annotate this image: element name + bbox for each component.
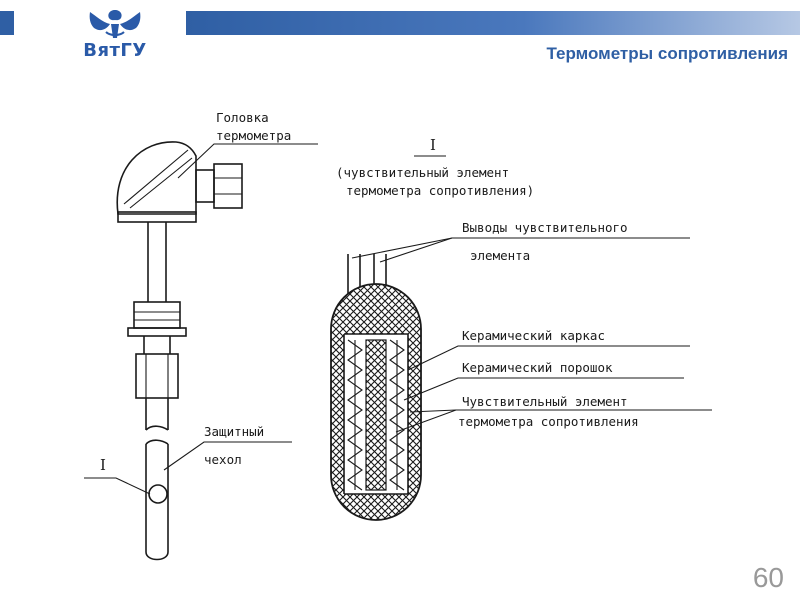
label-frame: Керамический каркас	[462, 328, 605, 343]
label-leads-line2: элемента	[470, 248, 530, 263]
page-number: 60	[752, 562, 784, 593]
university-logo: ВятГУ	[60, 6, 170, 70]
header-bar	[186, 11, 800, 35]
label-leads-line1: Выводы чувствительного	[462, 220, 628, 235]
leader-sheath	[163, 441, 292, 471]
thermometer-head	[116, 141, 197, 215]
logo-emblem-icon	[89, 10, 141, 38]
sensing-element-detail	[330, 254, 422, 521]
marker-left: I	[100, 456, 106, 474]
label-head-line1: Головка	[216, 110, 269, 125]
label-head-line2: термометра	[216, 128, 291, 143]
marker-detail: I	[430, 136, 436, 154]
leader-head	[177, 143, 318, 179]
leader-element-b	[409, 409, 457, 413]
label-powder: Керамический порошок	[462, 360, 613, 375]
leader-marker-left	[84, 477, 151, 495]
leader-powder	[403, 377, 684, 401]
header-bar-left	[0, 11, 14, 35]
logo-text: ВятГУ	[83, 40, 147, 61]
label-element-line2: термометра сопротивления	[458, 414, 639, 429]
detail-caption-line2: термометра сопротивления)	[346, 183, 534, 198]
label-sheath-line2: чехол	[204, 452, 242, 467]
detail-caption-line1: (чувствительный элемент	[336, 165, 509, 180]
thermometer-assembly	[116, 141, 243, 561]
label-sheath-line1: Защитный	[204, 424, 264, 439]
slide-title: Термометры сопротивления	[546, 44, 788, 63]
label-element-line1: Чувствительный элемент	[462, 394, 628, 409]
leader-leads-b	[379, 237, 453, 263]
leader-frame	[407, 345, 690, 371]
